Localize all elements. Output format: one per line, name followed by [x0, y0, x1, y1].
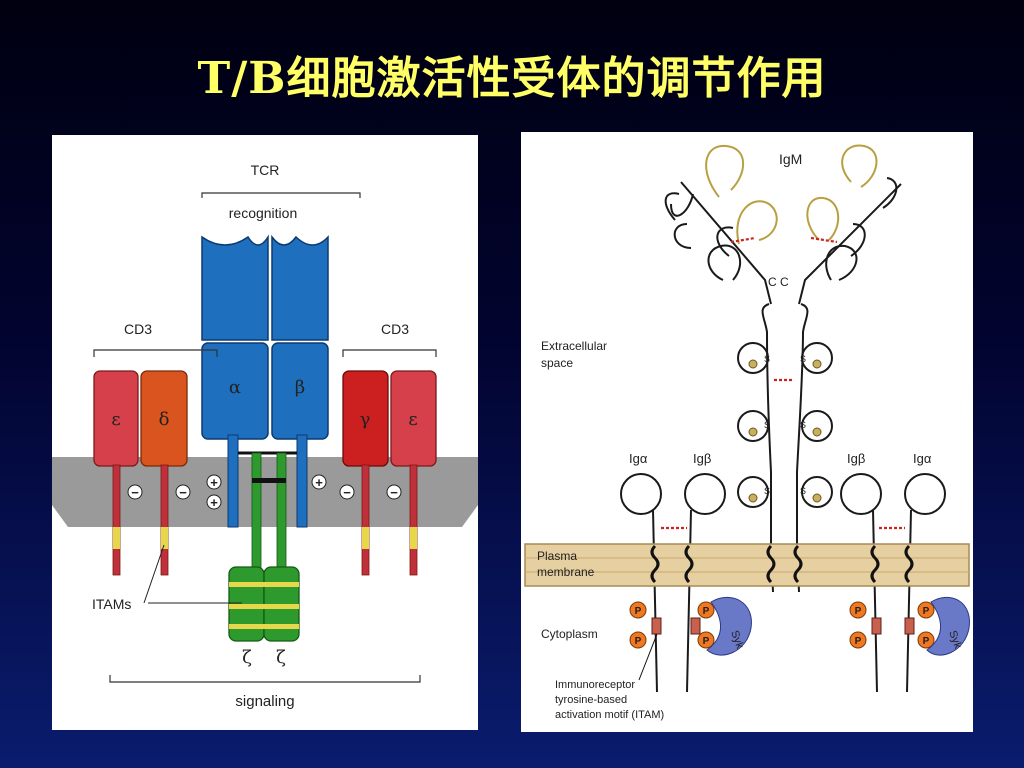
itam-pointer-1 — [143, 544, 165, 604]
plasma-label-2: membrane — [537, 565, 595, 579]
epsilon-right-label: ε — [408, 409, 417, 430]
cd3-epsilon-right: ε — [390, 370, 437, 576]
cd3-gamma: γ — [342, 370, 389, 576]
disulfide-bonds — [661, 236, 905, 530]
svg-text:S: S — [764, 354, 770, 364]
svg-text:−: − — [131, 485, 139, 500]
svg-text:S: S — [764, 486, 770, 496]
svg-text:−: − — [390, 485, 398, 500]
itam-label-3: activation motif (ITAM) — [555, 709, 664, 721]
svg-text:+: + — [315, 475, 323, 490]
syk-kinase-right: Syk — [926, 596, 970, 656]
svg-text:S: S — [764, 420, 770, 430]
ig-alpha-right-label: Igα — [913, 451, 932, 466]
charge-plus-1: + — [206, 474, 222, 490]
svg-text:+: + — [210, 475, 218, 490]
beta-label: β — [295, 377, 305, 398]
svg-text:P: P — [703, 606, 710, 617]
plasma-membrane — [524, 543, 970, 587]
zeta-dimer: ζ ζ — [228, 452, 300, 668]
bcr-diagram-panel: IgM — [521, 132, 973, 732]
svg-text:P: P — [703, 636, 710, 647]
itam-label-1: Immunoreceptor — [555, 679, 635, 691]
tcr-diagram: TCR recognition α β CD3 ε δ CD3 — [52, 162, 478, 710]
svg-text:S: S — [800, 486, 806, 496]
charge-plus-3: + — [311, 474, 327, 490]
extracellular-label-2: space — [541, 356, 573, 370]
svg-text:−: − — [179, 485, 187, 500]
svg-text:+: + — [210, 495, 218, 510]
tm-helices — [650, 544, 914, 584]
gamma-label: γ — [360, 409, 371, 430]
charge-minus-4: − — [386, 484, 402, 500]
cd3-delta: δ — [140, 370, 188, 576]
tcr-label: TCR — [251, 162, 280, 178]
itam-pointer — [638, 633, 658, 681]
signaling-label: signaling — [235, 693, 294, 710]
cell-membrane — [52, 457, 478, 527]
cd3-right-bracket — [342, 349, 437, 357]
ig-beta-right-label: Igβ — [847, 451, 865, 466]
zeta-left-label: ζ — [242, 647, 252, 668]
igm-receptor — [664, 144, 902, 593]
signaling-bracket — [109, 675, 421, 683]
charge-minus-2: − — [175, 484, 191, 500]
svg-text:P: P — [923, 636, 930, 647]
ig-alpha-beta-heterodimers — [620, 473, 946, 693]
itam-blocks — [651, 617, 915, 635]
svg-text:−: − — [343, 485, 351, 500]
svg-text:P: P — [855, 606, 862, 617]
plasma-label-1: Plasma — [537, 549, 577, 563]
svg-text:P: P — [635, 636, 642, 647]
cc-label: C C — [768, 275, 789, 289]
tcr-alpha-chain: α — [201, 234, 269, 528]
svg-text:S: S — [800, 420, 806, 430]
zeta-right-label: ζ — [276, 647, 286, 668]
svg-text:S: S — [800, 354, 806, 364]
igm-label: IgM — [779, 151, 802, 167]
syk-kinase-left: Syk — [706, 596, 752, 656]
bcr-diagram: IgM — [524, 144, 970, 721]
tcr-bracket — [201, 192, 361, 198]
phosphate-group: P P P P P P P P — [629, 601, 935, 649]
cd3-left-bracket — [93, 349, 218, 357]
charge-minus-1: − — [127, 484, 143, 500]
ig-beta-left-label: Igβ — [693, 451, 711, 466]
cd3-left-label: CD3 — [124, 321, 152, 337]
charge-minus-3: − — [339, 484, 355, 500]
tcr-diagram-panel: TCR recognition α β CD3 ε δ CD3 — [52, 135, 478, 730]
itams-label: ITAMs — [92, 596, 131, 612]
ig-alpha-left-label: Igα — [629, 451, 648, 466]
extracellular-label-1: Extracellular — [541, 339, 607, 353]
svg-text:P: P — [635, 606, 642, 617]
epsilon-left-label: ε — [111, 409, 120, 430]
membrane-stripes — [525, 557, 969, 573]
glycan-dots — [748, 359, 822, 503]
cytoplasm-label: Cytoplasm — [541, 627, 598, 641]
delta-label: δ — [159, 409, 170, 430]
s-labels: S S S S S S — [764, 354, 806, 496]
slide-title: T/B细胞激活性受体的调节作用 — [197, 53, 827, 104]
cd3-right-label: CD3 — [381, 321, 409, 337]
itam-label-2: tyrosine-based — [555, 694, 627, 706]
recognition-label: recognition — [229, 205, 298, 221]
cd3-epsilon-left: ε — [93, 370, 139, 576]
alpha-label: α — [229, 377, 241, 398]
tcr-beta-chain: β — [271, 234, 329, 528]
charge-plus-2: + — [206, 494, 222, 510]
svg-text:P: P — [923, 606, 930, 617]
svg-text:P: P — [855, 636, 862, 647]
